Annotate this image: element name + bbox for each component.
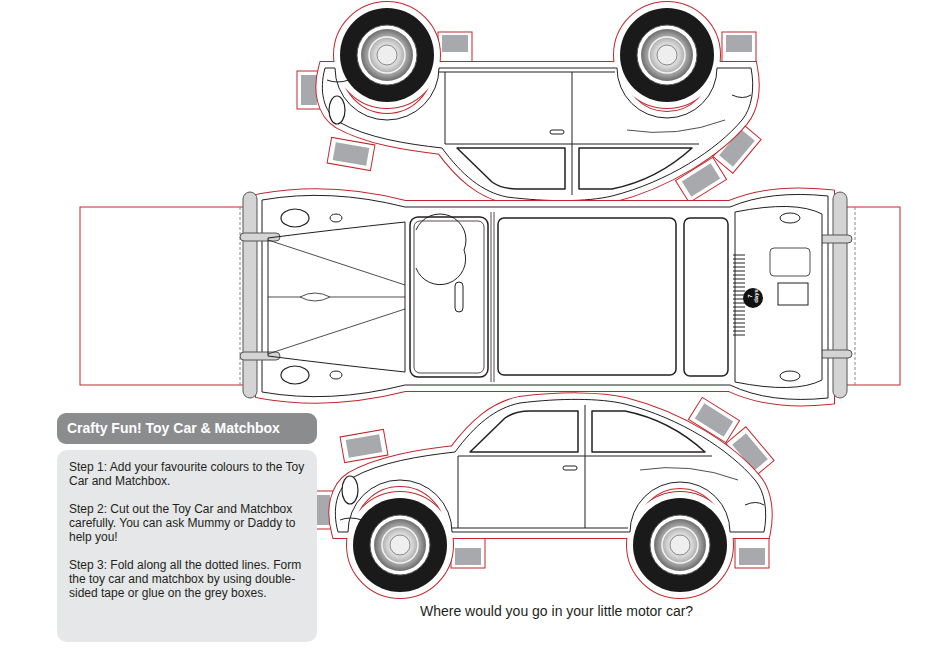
steering-wheel [416, 214, 466, 285]
engine-panel [770, 248, 810, 276]
indicator [330, 371, 342, 379]
indicator [330, 214, 342, 222]
windscreen [410, 217, 488, 377]
rear-window [684, 218, 728, 376]
step-text: Step 2: Cut out the Toy Car and Matchbox… [69, 502, 305, 544]
car-top-view [80, 192, 900, 399]
logo-text: 7 days [747, 288, 759, 304]
hood-badge [300, 293, 330, 301]
tail-light [780, 371, 800, 381]
front-bumper [243, 192, 257, 398]
engine-lid [735, 206, 822, 387]
tail-light [780, 213, 800, 223]
roof-seam [491, 212, 494, 382]
mirror [455, 282, 463, 312]
cut-line [262, 194, 828, 399]
rear-bumper [833, 192, 847, 398]
logo-badge [743, 288, 763, 308]
instructions-box: Step 1: Add your favourite colours to th… [57, 450, 317, 642]
car-side-view [297, 8, 761, 203]
roof-panel [498, 218, 676, 375]
step-text: Step 1: Add your favourite colours to th… [69, 460, 305, 488]
engine-vent [733, 255, 745, 335]
headlight [281, 366, 309, 384]
windscreen-frame [414, 221, 484, 373]
title-band: Crafty Fun! Toy Car & Matchbox [57, 413, 317, 444]
tagline: Where would you go in your little motor … [420, 602, 693, 620]
car-body [262, 194, 828, 399]
hood-outline [268, 222, 405, 372]
hood-lines [268, 240, 405, 354]
car-side-view [310, 397, 774, 592]
heading-text: Crafty Fun! Toy Car & Matchbox [67, 419, 307, 438]
number-plate [778, 283, 808, 305]
cut-margin [262, 194, 828, 399]
step-text: Step 3: Fold along all the dotted lines.… [69, 558, 305, 600]
headlight [281, 209, 309, 227]
bumper-guard [240, 352, 280, 360]
fold-line [855, 207, 856, 385]
